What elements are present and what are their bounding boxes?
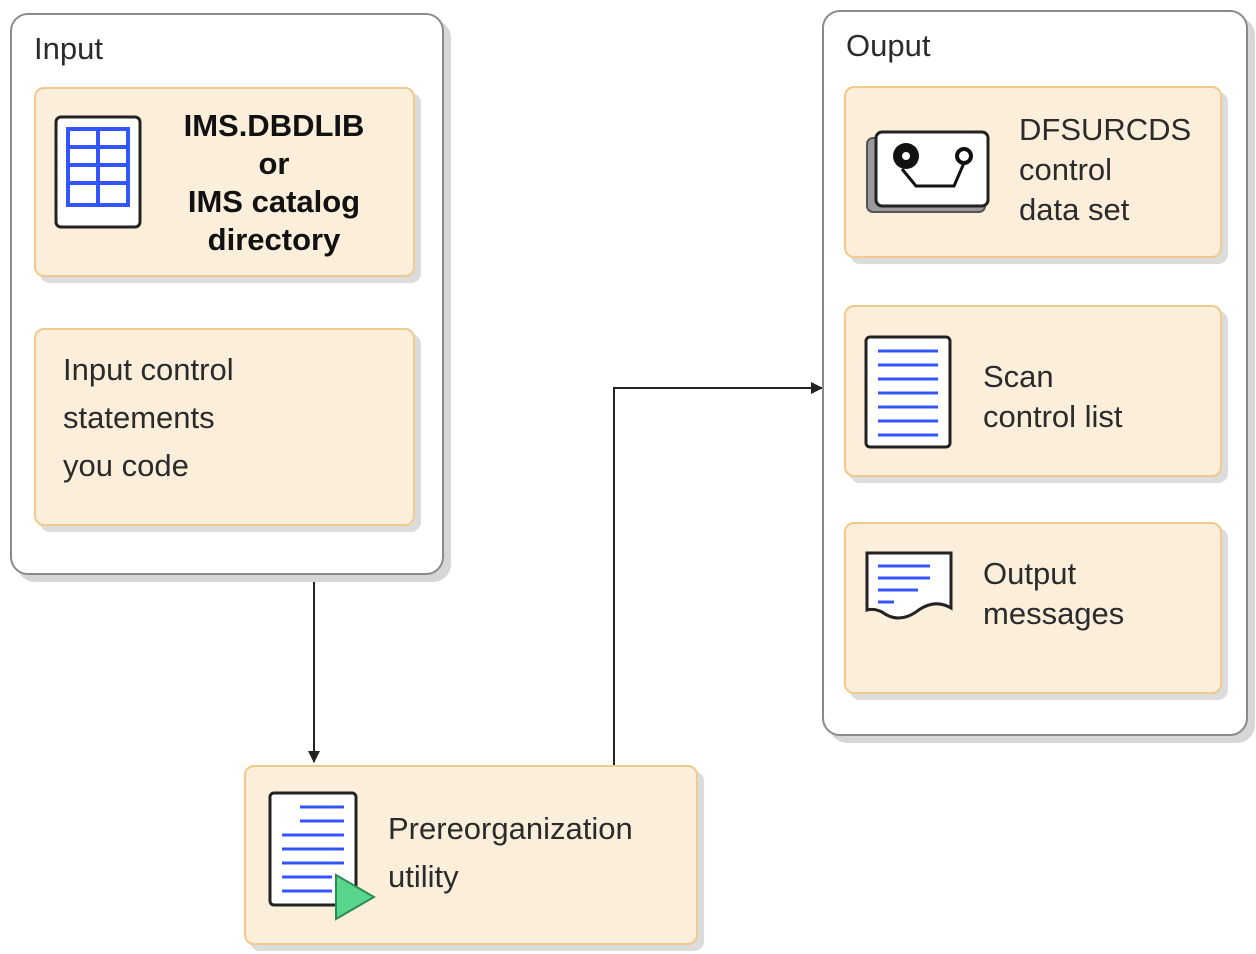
dbdlib-line-4: directory	[207, 222, 341, 257]
dbdlib-line-2: or	[258, 146, 290, 181]
dfsurcds-box[interactable]: DFSURCDS control data set	[844, 86, 1222, 258]
scan-list-line-2: control list	[983, 399, 1123, 434]
control-statements-line-2: statements	[63, 400, 215, 435]
dfsurcds-line-1: DFSURCDS	[1019, 112, 1192, 147]
control-statements-box[interactable]: Input control statements you code	[34, 328, 415, 526]
control-statements-line-1: Input control	[63, 352, 234, 387]
report-document-icon	[864, 335, 952, 449]
utility-label: Prereorganization utility	[388, 805, 633, 901]
messages-box[interactable]: Output messages	[844, 522, 1222, 694]
program-run-icon	[268, 791, 376, 921]
dbdlib-line-1: IMS.DBDLIB	[183, 108, 365, 143]
database-table-icon	[54, 115, 142, 229]
messages-label: Output messages	[983, 554, 1124, 634]
dbdlib-box[interactable]: IMS.DBDLIB or IMS catalog directory	[34, 87, 415, 277]
control-statements-line-3: you code	[63, 448, 189, 483]
utility-line-2: utility	[388, 859, 459, 894]
messages-line-1: Output	[983, 556, 1077, 591]
dfsurcds-label: DFSURCDS control data set	[1019, 110, 1191, 230]
messages-line-2: messages	[983, 596, 1125, 631]
message-printout-icon	[865, 551, 953, 620]
tape-reel-icon	[866, 130, 990, 213]
arrow-utility-to-output	[613, 382, 823, 765]
scan-list-label: Scan control list	[983, 357, 1123, 437]
utility-box[interactable]: Prereorganization utility	[244, 765, 698, 945]
scan-list-line-1: Scan	[983, 359, 1054, 394]
dfsurcds-line-2: control	[1019, 152, 1113, 187]
scan-list-box[interactable]: Scan control list	[844, 305, 1222, 477]
input-group: Input IMS.DBDLIB or IMS catalog director…	[10, 13, 444, 575]
output-group-title: Ouput	[846, 28, 931, 63]
dbdlib-label: IMS.DBDLIB or IMS catalog directory	[174, 107, 374, 259]
utility-line-1: Prereorganization	[388, 811, 633, 846]
output-group: Ouput DFSURCDS control data set	[822, 10, 1248, 736]
input-group-title: Input	[34, 31, 103, 66]
dfsurcds-line-3: data set	[1019, 192, 1130, 227]
control-statements-label: Input control statements you code	[63, 346, 234, 490]
dbdlib-line-3: IMS catalog	[187, 184, 361, 219]
